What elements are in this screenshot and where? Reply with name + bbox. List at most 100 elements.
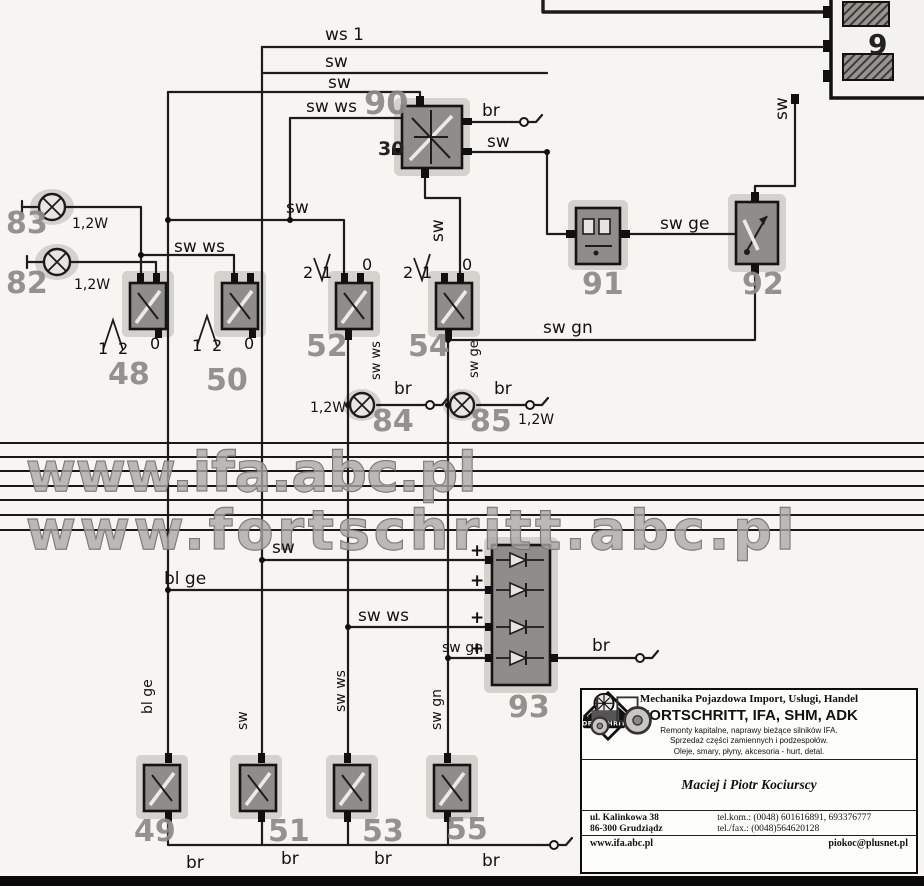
- label-52: 52: [306, 329, 348, 364]
- wire-label-ws1: ws 1: [325, 25, 364, 45]
- plus-mark: +: [470, 639, 484, 659]
- label-54: 54: [408, 329, 450, 364]
- wire-layer: [20, 0, 825, 847]
- lamp-82: [42, 247, 72, 277]
- relay-48: [128, 273, 168, 338]
- connector-pin-84: [416, 396, 450, 410]
- label-93: 93: [508, 690, 550, 725]
- connector-pin-93: [626, 649, 660, 663]
- ad-footer: www.ifa.abc.pl piokoc@plusnet.pl: [582, 835, 916, 852]
- terminal-0: 0: [150, 334, 160, 353]
- component-9: [791, 0, 924, 104]
- wattage-85: 1,2W: [518, 412, 554, 428]
- wire-label-br: br: [592, 636, 610, 656]
- terminal-0: 0: [244, 334, 254, 353]
- terminal-1: 1: [422, 263, 432, 282]
- wattage-83: 1,2W: [72, 216, 108, 232]
- wire-label-sw-gn: sw gn: [543, 318, 593, 338]
- plus-mark: +: [470, 571, 484, 591]
- terminal-2: 2: [118, 339, 128, 358]
- label-91: 91: [582, 267, 624, 302]
- diode-symbols: [496, 551, 544, 667]
- ad-middle: FORTSCHRITT Maciej i Piotr Kociurscy: [582, 692, 916, 812]
- watermark-fortschritt: www.fortschritt.abc.pl: [26, 499, 798, 562]
- component-93: [485, 543, 558, 687]
- ad-phone-1: tel.kom.: (0048) 601616891, 693376777: [717, 813, 872, 824]
- ad-address-1: ul. Kalinkowa 38: [590, 813, 659, 824]
- ad-phone-2: tel./fax.: (0048)564620128: [717, 824, 820, 835]
- wire-label-sw-ge: sw ge: [660, 214, 709, 234]
- relay-50: [220, 273, 260, 338]
- relay-55: [432, 753, 472, 822]
- wire-label-sw-ws: sw ws: [358, 606, 409, 626]
- wattage-84: 1,2W: [310, 400, 346, 416]
- lamp-85: [448, 391, 476, 419]
- relay-52: [334, 273, 374, 340]
- label-84: 84: [372, 404, 414, 439]
- wire-label-sw-ws-vert: sw ws: [369, 341, 384, 380]
- wire-label-br: br: [374, 849, 392, 869]
- wire-label-sw: sw: [286, 198, 309, 218]
- label-92: 92: [742, 267, 784, 302]
- component-92: [734, 192, 780, 274]
- ad-website: www.ifa.abc.pl: [590, 838, 654, 850]
- wire-label-br: br: [281, 849, 299, 869]
- label-55: 55: [446, 812, 488, 847]
- component-91: [566, 206, 630, 266]
- terminal-digits: 1 2 0 1 2 0 2 1 0 2 1 0: [98, 255, 472, 358]
- watermark-ifa: www.ifa.abc.pl: [26, 441, 476, 504]
- ad-brand: FORTSCHRITT, IFA, SHM, ADK: [640, 707, 858, 724]
- wire-label-br: br: [482, 101, 500, 121]
- plus-mark: +: [470, 608, 484, 628]
- wire-label-sw-ws: sw ws: [174, 237, 225, 257]
- ad-service-2: Sprzedaż części zamiennych i podzespołów…: [670, 736, 828, 746]
- label-53: 53: [362, 814, 404, 849]
- ad-owners: Maciej i Piotr Kociurscy: [681, 777, 817, 793]
- terminal-0: 0: [462, 255, 472, 274]
- component-90: [392, 96, 472, 178]
- scan-edge-strip: [0, 876, 924, 886]
- relay-51: [238, 753, 278, 822]
- wire-label-sw-ws-vert: sw ws: [333, 670, 349, 712]
- relay-54: [434, 273, 474, 340]
- wire-labels: ws 1 sw sw sw ws br sw 30 sw sw sw ws sw…: [72, 25, 792, 873]
- wire-label-br: br: [186, 853, 204, 873]
- label-82: 82: [6, 266, 48, 301]
- ad-contact: ul. Kalinkowa 38 tel.kom.: (0048) 601616…: [582, 811, 916, 835]
- ad-email: piokoc@plusnet.pl: [828, 838, 908, 850]
- label-90: 90: [364, 84, 409, 122]
- wire-label-br: br: [494, 379, 512, 399]
- lamp-83: [37, 192, 67, 222]
- wattage-82: 1,2W: [74, 277, 110, 293]
- terminal-2: 2: [303, 263, 313, 282]
- wire-label-bl-ge-vert: bl ge: [140, 679, 156, 714]
- terminal-1: 1: [192, 336, 202, 355]
- connector-pin-ground-bus: [540, 836, 574, 850]
- wire-label-sw-ge-vert: sw ge: [467, 340, 482, 378]
- wire-label-sw: sw: [272, 538, 295, 558]
- label-50: 50: [206, 363, 248, 398]
- lamp-84: [348, 391, 376, 419]
- connector-pin-85: [516, 396, 550, 410]
- terminal-2: 2: [212, 336, 222, 355]
- wire-label-br: br: [482, 851, 500, 871]
- terminal-1: 1: [322, 263, 332, 282]
- bus-lines: [0, 442, 924, 531]
- ad-service-1: Remonty kapitalne, naprawy bieżące silni…: [660, 726, 838, 735]
- wire-label-sw-vert: sw: [772, 97, 792, 120]
- business-card: IFA Mechanika Pojazdowa Import, Usługi, …: [580, 688, 918, 874]
- junction-dots: [138, 149, 550, 661]
- wire-label-sw: sw: [328, 73, 351, 93]
- label-85: 85: [470, 404, 512, 439]
- terminal-0: 0: [362, 255, 372, 274]
- label-83: 83: [6, 206, 48, 241]
- label-51: 51: [268, 814, 310, 849]
- wire-label-sw: sw: [487, 132, 510, 152]
- ad-address-2: 86-300 Grudziądz: [590, 824, 663, 835]
- terminal-1: 1: [98, 339, 108, 358]
- wire-label-sw-vert: sw: [428, 219, 448, 242]
- wire-label-sw: sw: [325, 52, 348, 72]
- wire-label-sw-gn-vert: sw gn: [429, 689, 445, 730]
- tractor-illustration: [590, 696, 652, 736]
